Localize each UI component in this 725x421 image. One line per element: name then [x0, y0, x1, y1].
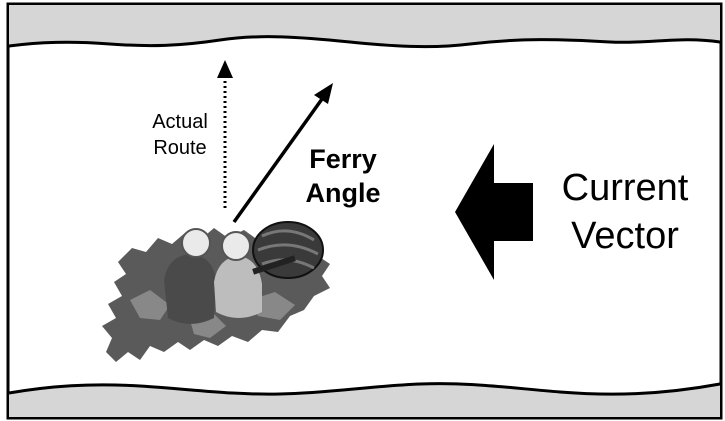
current-vector-label: Current Vector [535, 164, 715, 260]
ferry-angle-arrowhead [314, 83, 333, 104]
top-riverbank [9, 5, 720, 47]
current-vector-label-line-2: Vector [571, 215, 679, 257]
ferry-angle-label-line-2: Angle [305, 178, 381, 208]
actual-route-label-line-1: Actual [152, 111, 208, 133]
paddler-body-right [214, 256, 262, 318]
current-vector-label-line-1: Current [561, 167, 689, 209]
helmet-right [221, 231, 251, 261]
top-shoreline [8, 35, 721, 49]
ferry-angle-arrow-line [232, 97, 324, 224]
rafting-crew-illustration [102, 221, 330, 362]
paddler-body-left [164, 254, 216, 324]
paddle-shaft [252, 255, 296, 275]
ferry-angle-label: Ferry Angle [288, 142, 398, 210]
bottom-shoreline [8, 382, 721, 396]
actual-route-arrowhead [217, 60, 233, 78]
helmet-left [181, 228, 211, 258]
current-vector-arrow [455, 144, 533, 280]
ferry-angle-label-line-1: Ferry [309, 144, 377, 174]
actual-route-label: Actual Route [140, 109, 220, 161]
actual-route-label-line-2: Route [153, 137, 207, 159]
